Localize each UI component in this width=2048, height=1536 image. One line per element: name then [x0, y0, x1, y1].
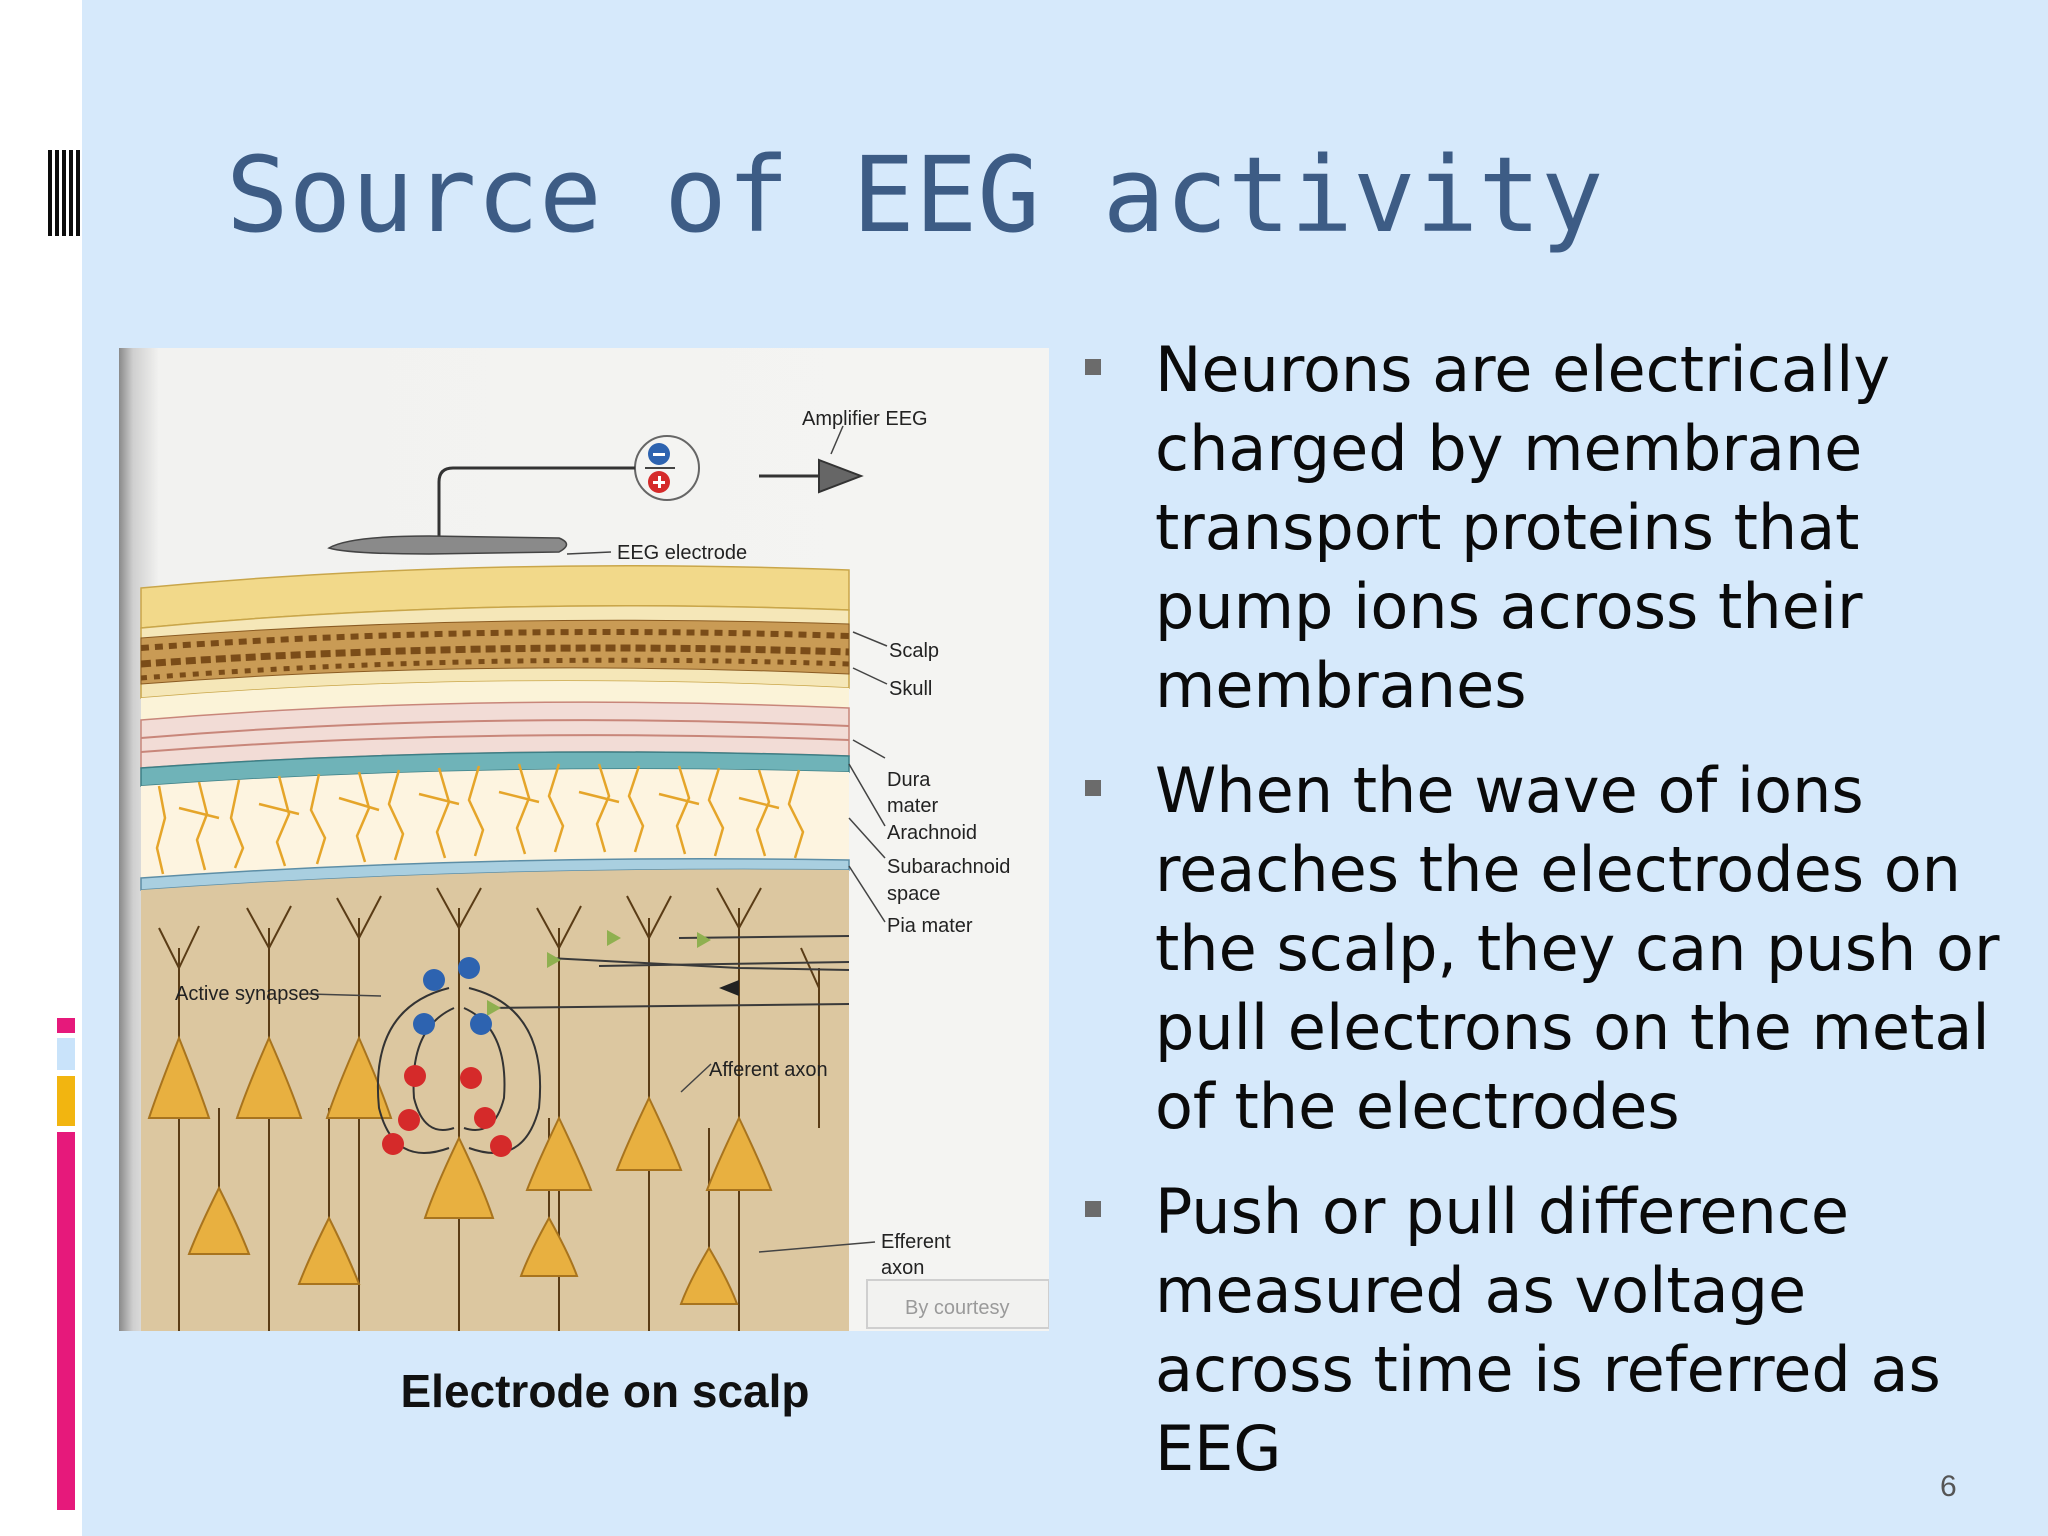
label-dura-2: mater — [887, 795, 938, 817]
bullet-text: Push or pull difference measured as volt… — [1155, 1175, 1941, 1485]
label-efferent-1: Efferent — [881, 1231, 951, 1253]
eeg-electrode — [327, 535, 568, 555]
figure-caption: Electrode on scalp — [400, 1365, 810, 1417]
label-subarachnoid-2: space — [887, 883, 940, 905]
label-subarachnoid-1: Subarachnoid — [887, 856, 1010, 878]
bullet-item: Push or pull difference measured as volt… — [1078, 1172, 2008, 1488]
label-pia: Pia mater — [887, 915, 973, 937]
bullet-list: Neurons are electrically charged by memb… — [1078, 330, 2008, 1514]
label-dura-1: Dura — [887, 769, 931, 791]
label-arachnoid: Arachnoid — [887, 822, 977, 844]
title-bar-decoration — [48, 150, 82, 236]
cortex — [141, 869, 849, 1331]
ion-charges — [382, 957, 512, 1157]
eeg-diagram: Amplifier EEG EEG electrode — [119, 348, 1049, 1331]
label-afferent: Afferent axon — [709, 1059, 828, 1081]
label-synapses: Active synapses — [175, 983, 320, 1005]
electrode-wire — [437, 466, 635, 538]
bullet-text: When the wave of ions reaches the electr… — [1155, 754, 2000, 1143]
accent-bar-orange — [57, 1076, 75, 1126]
subarachnoid-trabeculae — [155, 763, 805, 875]
accent-bar-blue — [57, 1038, 75, 1070]
slide-title: Source of EEG activity — [226, 134, 1604, 256]
bullet-item: When the wave of ions reaches the electr… — [1078, 751, 2008, 1146]
eeg-diagram-svg: Amplifier EEG EEG electrode — [140, 408, 1049, 1331]
amplifier-arrow — [818, 458, 864, 494]
label-skull: Skull — [889, 678, 932, 700]
afferent-axons — [488, 935, 850, 1009]
amplifier-group — [437, 425, 864, 538]
label-scalp: Scalp — [889, 640, 939, 662]
dendrites — [158, 887, 820, 1331]
bullet-item: Neurons are electrically charged by memb… — [1078, 330, 2008, 725]
page-number: 6 — [1940, 1470, 1957, 1503]
accent-bar-pink-long — [57, 1132, 75, 1510]
synapse-terminals — [487, 930, 711, 1016]
label-courtesy: By courtesy — [905, 1297, 1009, 1319]
label-electrode: EEG electrode — [617, 542, 747, 564]
label-efferent-2: axon — [881, 1257, 924, 1279]
bullet-text: Neurons are electrically charged by memb… — [1155, 333, 1891, 722]
leader-lines — [308, 631, 888, 1253]
bullet-square-icon — [1085, 359, 1101, 375]
bullet-square-icon — [1085, 1201, 1101, 1217]
courtesy-box — [866, 1279, 1049, 1329]
accent-bar-pink — [57, 1018, 75, 1033]
label-amplifier: Amplifier EEG — [802, 408, 928, 430]
pyramidal-neurons — [147, 1035, 773, 1305]
bullet-square-icon — [1085, 780, 1101, 796]
